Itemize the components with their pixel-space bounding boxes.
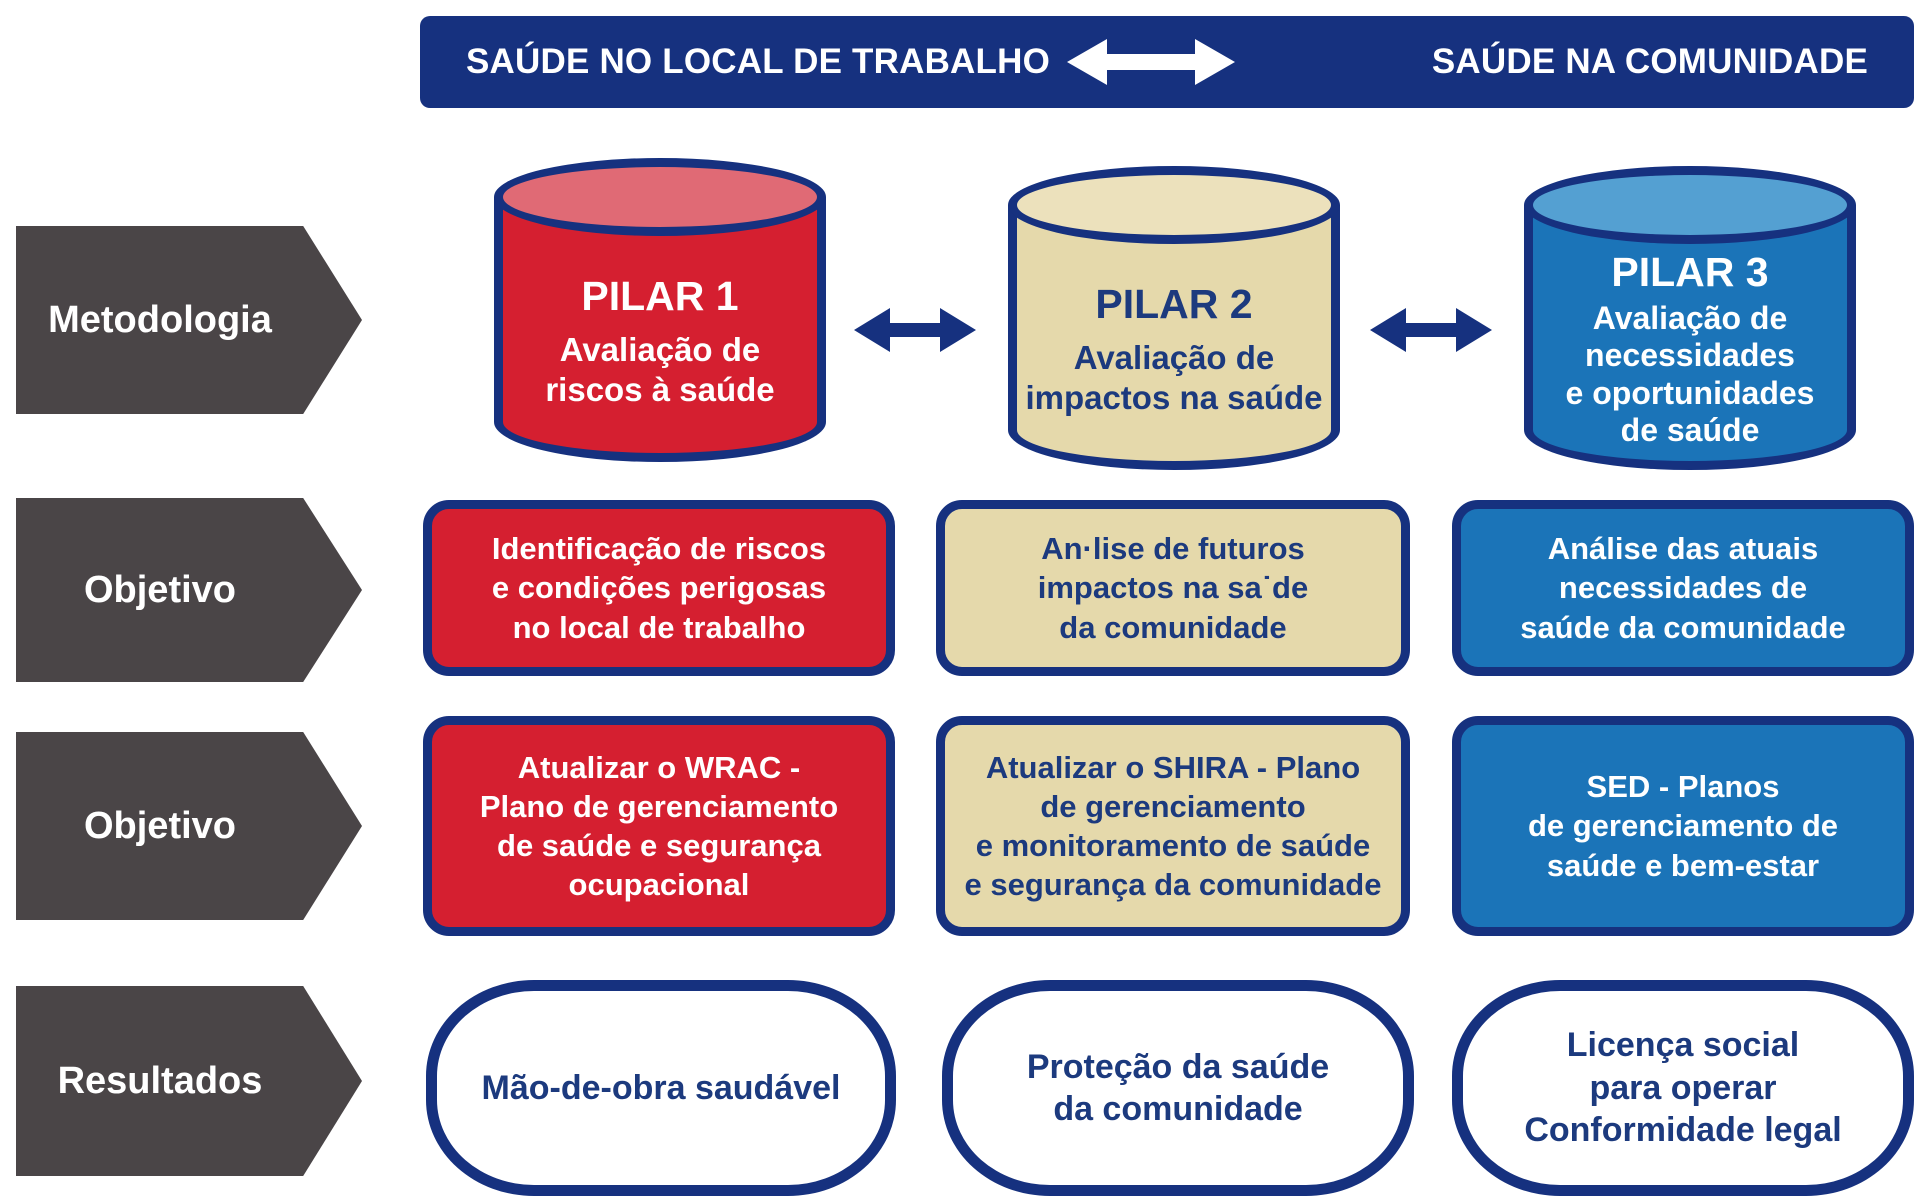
pillar-3-result-oval: Licença social para operar Conformidade … bbox=[1452, 980, 1914, 1196]
cylinder-body: PILAR 3 Avaliação de necessidades e opor… bbox=[1524, 205, 1856, 470]
header-double-arrow-icon bbox=[1065, 36, 1237, 88]
pillar-1-2-double-arrow-icon bbox=[852, 302, 978, 358]
objective-text: Atualizar o WRAC - Plano de gerenciament… bbox=[479, 749, 839, 903]
row-label-text: Objetivo bbox=[83, 804, 237, 847]
pillar-1-result-oval: Mão-de-obra saudável bbox=[426, 980, 896, 1196]
objective-text: Análise das atuais necessidades de saúde… bbox=[1520, 531, 1846, 645]
pillar-2-objective-2-box: Atualizar o SHIRA - Plano de gerenciamen… bbox=[936, 716, 1410, 936]
row-label-metodologia: Metodologia bbox=[16, 226, 362, 414]
row-label-text: Objetivo bbox=[83, 568, 237, 611]
pillar-2-title: PILAR 2 bbox=[1095, 280, 1253, 327]
cylinder-body: PILAR 2 Avaliação de impactos na saúde bbox=[1008, 205, 1340, 470]
header-bar: SAÚDE NO LOCAL DE TRABALHO SAÚDE NA COMU… bbox=[420, 16, 1914, 108]
header-left-label: SAÚDE NO LOCAL DE TRABALHO bbox=[466, 42, 1050, 81]
result-text: Proteção da saúde da comunidade bbox=[1026, 1047, 1330, 1129]
pillar-3-subtitle: Avaliação de necessidades e oportunidade… bbox=[1565, 300, 1815, 448]
result-text: Licença social para operar Conformidade … bbox=[1524, 1026, 1842, 1150]
row-label-objetivo-2: Objetivo bbox=[16, 732, 362, 920]
result-text: Mão-de-obra saudável bbox=[481, 1068, 841, 1107]
pillar-2-subtitle: Avaliação de impactos na saúde bbox=[1025, 338, 1323, 416]
pillar-2-cylinder: PILAR 2 Avaliação de impactos na saúde bbox=[1008, 166, 1340, 470]
pillar-2-objective-1-box: An·lise de futuros impactos na sa˙de da … bbox=[936, 500, 1410, 676]
pillar-1-title: PILAR 1 bbox=[581, 272, 739, 319]
cylinder-body: PILAR 1 Avaliação de riscos à saúde bbox=[494, 197, 826, 462]
pillar-2-result-oval: Proteção da saúde da comunidade bbox=[942, 980, 1414, 1196]
cylinder-top-ellipse bbox=[1008, 166, 1340, 244]
row-label-text: Metodologia bbox=[48, 298, 272, 341]
cylinder-top-ellipse bbox=[1524, 166, 1856, 244]
header-right-label: SAÚDE NA COMUNIDADE bbox=[1431, 42, 1868, 81]
row-label-text: Resultados bbox=[57, 1059, 263, 1102]
pillar-1-cylinder: PILAR 1 Avaliação de riscos à saúde bbox=[494, 158, 826, 462]
cylinder-top-ellipse bbox=[494, 158, 826, 236]
row-label-objetivo-1: Objetivo bbox=[16, 498, 362, 682]
objective-text: Atualizar o SHIRA - Plano de gerenciamen… bbox=[964, 749, 1382, 903]
pillar-3-title: PILAR 3 bbox=[1611, 249, 1769, 296]
pillar-2-3-double-arrow-icon bbox=[1368, 302, 1494, 358]
pillar-3-objective-1-box: Análise das atuais necessidades de saúde… bbox=[1452, 500, 1914, 676]
objective-text: Identificação de riscos e condições peri… bbox=[491, 531, 827, 645]
pillar-3-cylinder: PILAR 3 Avaliação de necessidades e opor… bbox=[1524, 166, 1856, 470]
objective-text: An·lise de futuros impactos na sa˙de da … bbox=[1037, 531, 1309, 645]
pillar-1-objective-2-box: Atualizar o WRAC - Plano de gerenciament… bbox=[423, 716, 895, 936]
row-label-resultados: Resultados bbox=[16, 986, 362, 1176]
pillar-1-subtitle: Avaliação de riscos à saúde bbox=[545, 330, 775, 408]
objective-text: SED - Planos de gerenciamento de saúde e… bbox=[1527, 769, 1839, 883]
pillar-3-objective-2-box: SED - Planos de gerenciamento de saúde e… bbox=[1452, 716, 1914, 936]
pillar-1-objective-1-box: Identificação de riscos e condições peri… bbox=[423, 500, 895, 676]
